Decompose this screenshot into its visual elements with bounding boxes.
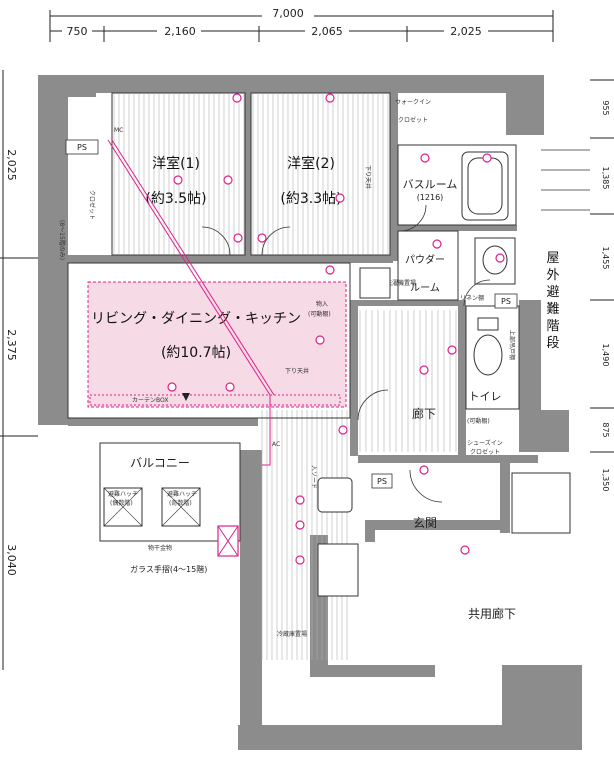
sink-basin [482,245,508,275]
right-dim-4: 1,490 [601,344,610,367]
bath-name: バスルーム [403,178,458,191]
curtain-label: カーテンBOX [132,397,168,404]
storage-label: 物入 [316,300,328,308]
room-outlines [67,92,520,542]
entry-note: 入ソード [310,465,317,489]
right-dim-3: 1,455 [601,247,610,270]
bathtub [461,151,509,221]
right-dim-2: 1,385 [601,167,610,190]
western-room-2-size: (約3.3帖) [280,191,341,207]
ps-small-label: PS [377,477,387,486]
left-dimensions [0,70,38,670]
closet-left-label: クロゼット [88,190,96,220]
hatch-even-label: 避難ハッチ [108,490,138,498]
hatch-odd-note: (奇数階) [169,499,192,507]
stair-lines [541,149,590,211]
left-dim-2: 2,375 [5,329,18,361]
common-corridor-name: 共用廊下 [468,606,516,621]
mb-box [511,472,571,534]
glass-rail-label: ガラス手摺(4～15階) [130,564,207,574]
western-room-1-name: 洋室(1) [152,155,200,172]
right-dimensions [590,79,614,453]
dimension-segment-2: 2,160 [164,25,196,38]
right-dim-1: 955 [601,100,610,115]
ac-label: AC [272,441,280,448]
hatch-even [103,487,143,527]
kitchen-sink [317,477,353,513]
closet-left-note: (8～15階のみ) [58,220,66,260]
doors [201,204,491,503]
western-room-1-size: (約3.5帖) [145,191,206,207]
shoes-in-label-2: クロゼット [470,448,500,456]
western-room-2-name: 洋室(2) [287,155,335,172]
ldk-size: (約10.7帖) [161,345,231,361]
ps-top-label: PS [77,143,87,152]
movable-shelf-label: (可動棚) [467,417,490,425]
left-dim-3: 3,040 [5,544,18,576]
dimension-segment-1: 750 [67,25,88,38]
toilet-name: トイレ [469,390,502,403]
total-dimension: 7,000 [272,7,304,20]
bath-size: (1216) [417,193,444,202]
entrance-name: 玄関 [413,515,437,530]
outlets [167,93,505,565]
direction-marker [182,393,190,401]
electric-lines [107,139,275,466]
right-dim-5: 875 [601,422,610,437]
emergency-stair-text: 屋外避難階段 [546,251,559,351]
fridge-label: 冷蔵庫置場 [277,630,307,638]
hatch-odd [161,487,201,527]
dimension-segment-3: 2,065 [311,25,343,38]
walkin-label: ウォークイン [395,98,431,106]
floor-lines [113,94,457,660]
linen-label: リネン棚 [460,294,484,302]
ps-right-label: PS [501,297,511,306]
dimension-segment-4: 2,025 [450,25,482,38]
storage-note: (可動棚) [308,310,331,318]
powder-suffix: ルーム [410,282,440,294]
mc-label: MC [114,127,123,134]
laundry-label: 物干金物 [148,544,172,552]
ldk-area [87,281,347,408]
curtain-box [89,394,341,406]
hatch-even-note: (偶数階) [110,499,133,507]
walkin-label-2: クロゼット [398,116,428,124]
washer-label: 洗濯機置場 [386,279,416,287]
shoe-rack-label: 上部吊戸棚 [508,330,516,360]
hall-name: 廊下 [412,406,436,421]
vanity [474,237,516,285]
powder-name: パウダー [405,253,445,266]
toilet-bowl [473,334,503,376]
lowered-ceiling-label: 下り天井 [364,165,372,189]
emergency-stair-label: 屋外避難階段 [546,251,559,351]
hatch-odd-label: 避難ハッチ [167,490,197,498]
toilet-tank [477,317,499,331]
cooktop [317,543,359,597]
left-dim-1: 2,025 [5,149,18,181]
ldk-name: リビング・ダイニング・キッチン [91,311,301,327]
right-dim-6: 1,350 [601,469,610,492]
washer [359,267,391,299]
balcony-name: バルコニー [130,456,190,470]
lowered-ceiling-label-2: 下り天井 [285,367,309,375]
shoes-in-label: シューズイン [467,439,503,447]
